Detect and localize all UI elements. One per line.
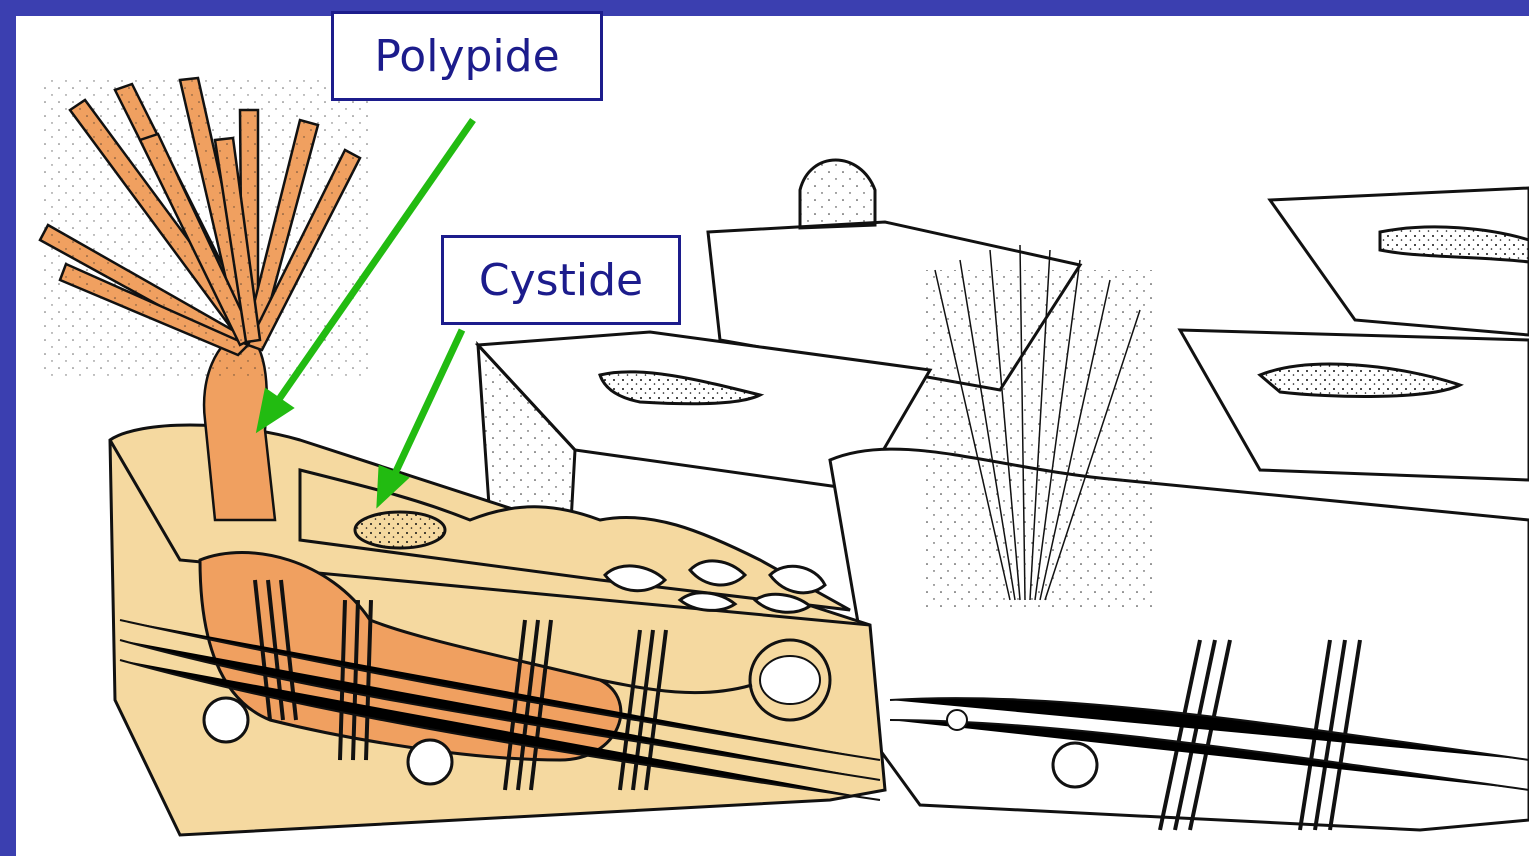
slide-canvas: Polypide Cystide — [8, 8, 1529, 856]
cystide-egg-2 — [408, 740, 452, 784]
polypide-label-text: Polypide — [374, 31, 559, 82]
bryozoan-colony-illustration — [8, 8, 1529, 856]
cystide-label-text: Cystide — [479, 255, 643, 306]
retracted-polypide — [925, 245, 1155, 610]
cystide-label: Cystide — [441, 235, 681, 325]
cystide-egg-1 — [204, 698, 248, 742]
right-zooid-egg — [1053, 743, 1097, 787]
polypide-label: Polypide — [331, 11, 603, 101]
